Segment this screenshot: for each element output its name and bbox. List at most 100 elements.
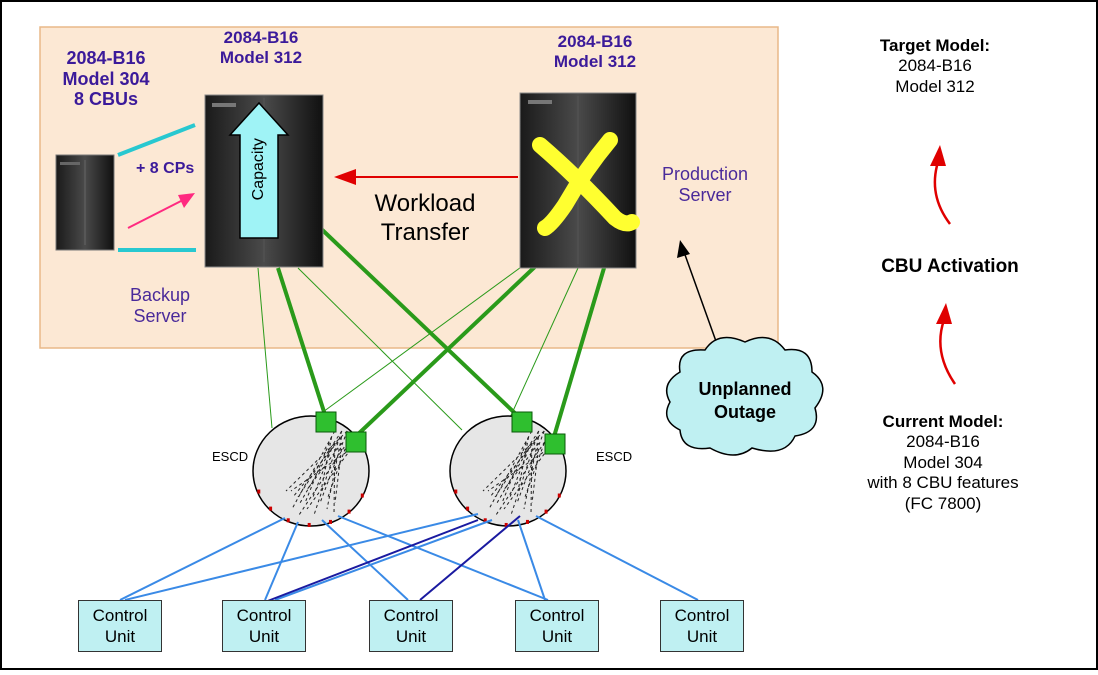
switch-path xyxy=(487,448,549,492)
control-unit: Control Unit xyxy=(78,600,162,652)
switch-path xyxy=(489,436,539,498)
backup-model-line: 8 CBUs xyxy=(73,89,139,110)
failure-x-icon xyxy=(532,132,640,236)
switch-path xyxy=(297,430,343,498)
switch-port-tick xyxy=(483,518,487,523)
control-unit: Control Unit xyxy=(369,600,453,652)
production-server-caption: Production Server xyxy=(640,164,770,205)
switch-path xyxy=(285,430,348,492)
switch-port-tick xyxy=(257,489,261,494)
switch-path xyxy=(510,430,540,516)
workload-transfer-line: Transfer xyxy=(380,218,470,246)
switch-path xyxy=(313,430,343,516)
production-model-line: Model 312 xyxy=(553,51,637,71)
switch-path xyxy=(503,448,549,510)
switch-internal-paths xyxy=(257,430,561,527)
thin-fiber-links xyxy=(257,261,579,431)
production-caption-line: Production xyxy=(661,164,749,184)
production-caption-line: Server xyxy=(678,184,732,205)
current-model-detail: (FC 7800) xyxy=(904,493,982,513)
switch-path xyxy=(488,430,533,510)
unplanned-outage-cloud xyxy=(665,336,824,456)
backup-server-header: 2084-B16 Model 304 8 CBUs xyxy=(48,48,164,110)
target-model-detail: Model 312 xyxy=(895,76,975,96)
server-area-panel xyxy=(39,26,779,349)
control-unit-line: Unit xyxy=(248,627,280,646)
switch-path xyxy=(290,448,352,492)
control-unit-line: Control xyxy=(383,606,439,625)
control-unit: Control Unit xyxy=(515,600,599,652)
activation-arrows xyxy=(930,145,957,385)
control-unit: Control Unit xyxy=(660,600,744,652)
control-unit-line: Unit xyxy=(686,627,718,646)
capacity-up-arrow xyxy=(228,101,290,239)
control-unit-line: Control xyxy=(236,606,292,625)
current-model-detail: Model 304 xyxy=(903,452,983,472)
switch-port-tick xyxy=(557,493,561,498)
control-unit-line: Unit xyxy=(104,627,136,646)
control-unit-links-primary xyxy=(264,515,521,603)
capacity-label: Capacity xyxy=(249,138,267,201)
target-model-title: Target Model: xyxy=(879,36,991,55)
control-unit-line: Control xyxy=(529,606,585,625)
switch-path xyxy=(495,436,549,516)
backup-model-line: Model 304 xyxy=(62,68,150,89)
switch-path xyxy=(530,442,533,516)
production-server-header: 2084-B16 Model 312 xyxy=(530,32,660,71)
target-model-line: 2084-B16 xyxy=(223,28,299,47)
switch-port-tick xyxy=(347,509,351,514)
escd-label-right: ESCD xyxy=(596,449,633,464)
switch-path xyxy=(292,436,342,498)
target-model-block: Target Model: 2084-B16 Model 312 xyxy=(855,36,1015,97)
control-unit-line: Unit xyxy=(395,627,427,646)
switch-path xyxy=(306,448,352,510)
switch-port-tick xyxy=(525,519,529,524)
target-model-line: Model 312 xyxy=(219,47,303,67)
outage-line: Unplanned xyxy=(698,379,792,399)
current-model-detail: 2084-B16 xyxy=(906,432,980,452)
backup-server-caption: Backup Server xyxy=(110,285,210,326)
switch-port-tick xyxy=(454,489,458,494)
switch-path xyxy=(312,448,333,498)
escd-ports xyxy=(315,411,566,455)
switch-path xyxy=(516,430,545,504)
switch-path xyxy=(494,430,540,498)
current-model-title: Current Model: xyxy=(882,412,1004,431)
switch-port-tick xyxy=(328,519,332,524)
backup-server-image xyxy=(55,154,115,251)
control-unit: Control Unit xyxy=(222,600,306,652)
switch-path xyxy=(291,430,336,510)
target-model-detail: 2084-B16 xyxy=(898,56,972,76)
switch-path xyxy=(333,442,336,516)
switch-path xyxy=(298,436,352,516)
switch-port-tick xyxy=(286,518,290,523)
backup-bracket xyxy=(117,123,196,252)
switch-port-tick xyxy=(269,506,273,511)
control-unit-line: Control xyxy=(92,606,148,625)
workload-transfer-line: Workload xyxy=(374,190,476,217)
switch-path xyxy=(509,448,530,498)
switch-path xyxy=(305,442,343,492)
cbu-activation-label: CBU Activation xyxy=(881,256,1019,277)
current-model-block: Current Model: 2084-B16 Model 304 with 8… xyxy=(848,412,1038,514)
backup-model-line: 2084-B16 xyxy=(66,48,146,68)
backup-caption-line: Backup xyxy=(129,285,191,305)
thick-fiber-links xyxy=(276,220,606,441)
backup-caption-line: Server xyxy=(133,305,187,326)
workload-transfer-label: Workload Transfer xyxy=(360,190,490,248)
switch-port-tick xyxy=(466,506,470,511)
switch-port-tick xyxy=(360,493,364,498)
outage-label: Unplanned Outage xyxy=(690,378,800,425)
outage-line: Outage xyxy=(713,402,776,423)
switch-port-tick xyxy=(307,522,311,527)
production-model-line: 2084-B16 xyxy=(557,32,633,51)
switch-port-tick xyxy=(504,522,508,527)
upgrade-label: + 8 CPs xyxy=(136,160,195,177)
upgrade-arrow-icon xyxy=(127,193,195,229)
control-unit-line: Unit xyxy=(541,627,573,646)
current-model-detail: with 8 CBU features xyxy=(867,473,1019,493)
target-server-header: 2084-B16 Model 312 xyxy=(196,28,326,67)
